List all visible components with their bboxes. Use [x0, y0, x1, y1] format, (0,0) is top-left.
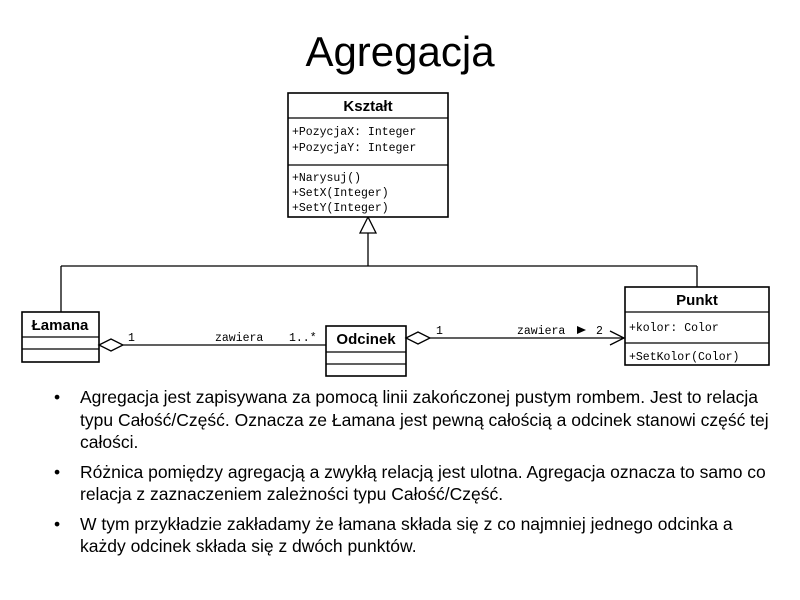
- class-name: Kształt: [343, 98, 392, 115]
- reading-direction-icon: [577, 326, 586, 334]
- bullet-item: Agregacja jest zapisywana za pomocą lini…: [48, 386, 778, 454]
- association-label: zawiera: [517, 325, 565, 338]
- attribute-kolor: +kolor: Color: [629, 322, 719, 335]
- inheritance-triangle-icon: [358, 215, 378, 234]
- bullet-item: W tym przykładzie zakładamy że łamana sk…: [48, 513, 778, 558]
- attribute-pozycjay: +PozycjaY: Integer: [292, 142, 416, 155]
- slide-title: Agregacja: [305, 28, 495, 75]
- operation-setx: +SetX(Integer): [292, 187, 389, 200]
- class-name: Punkt: [676, 292, 718, 309]
- generalization-connector: [60, 233, 698, 312]
- aggregation-diamond-icon: [97, 338, 125, 352]
- multiplicity-part: 2: [596, 325, 603, 338]
- aggregation-odcinek-punkt: 1 zawiera 2: [404, 325, 626, 346]
- operation-sety: +SetY(Integer): [292, 202, 389, 215]
- multiplicity-whole: 1: [128, 332, 135, 345]
- class-punkt[interactable]: Punkt +kolor: Color +SetKolor(Color): [624, 286, 770, 366]
- operation-narysuj: +Narysuj(): [292, 172, 361, 185]
- class-ksztalt[interactable]: Kształt +PozycjaX: Integer +PozycjaY: In…: [287, 92, 449, 218]
- class-name: Łamana: [32, 317, 89, 334]
- aggregation-lamana-odcinek: 1 zawiera 1..*: [97, 332, 326, 352]
- multiplicity-whole: 1: [436, 325, 443, 338]
- uml-class-diagram: Kształt +PozycjaX: Integer +PozycjaY: In…: [21, 92, 770, 377]
- attribute-pozycjax: +PozycjaX: Integer: [292, 126, 416, 139]
- class-lamana[interactable]: Łamana: [21, 311, 100, 363]
- navigability-arrow-icon: [609, 330, 626, 346]
- association-label: zawiera: [215, 332, 263, 345]
- operation-setkolor: +SetKolor(Color): [629, 351, 739, 364]
- class-odcinek[interactable]: Odcinek: [325, 325, 407, 377]
- multiplicity-part: 1..*: [289, 332, 317, 345]
- bullet-item: Różnica pomiędzy agregacją a zwykłą rela…: [48, 461, 778, 506]
- class-name: Odcinek: [336, 331, 396, 348]
- bullet-list: Agregacja jest zapisywana za pomocą lini…: [48, 386, 778, 565]
- aggregation-diamond-icon: [404, 331, 432, 345]
